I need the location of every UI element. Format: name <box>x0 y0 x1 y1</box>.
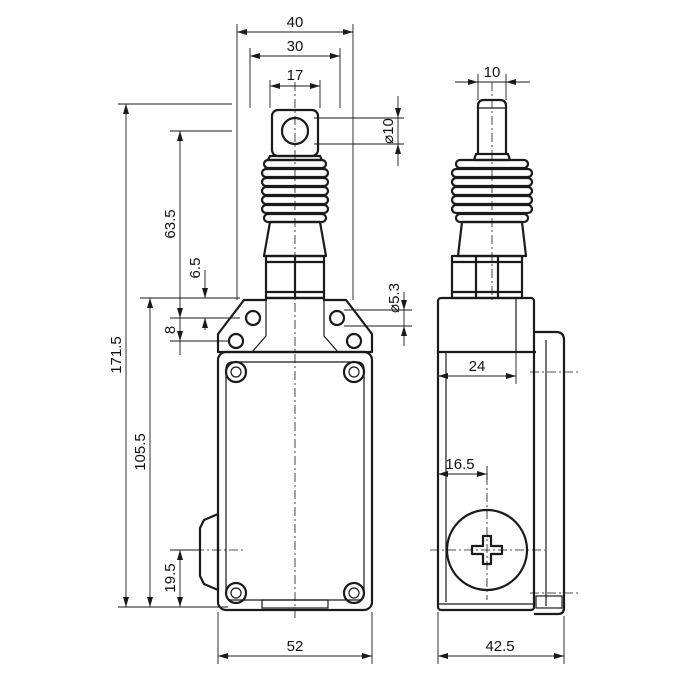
front-screws <box>224 332 366 605</box>
dim-label-dia-5-3: ⌀5.3 <box>386 283 403 313</box>
side-neck <box>456 220 528 258</box>
dim-label-dia-10: ⌀10 <box>380 118 397 144</box>
dimension-labels: 40 30 17 ⌀10 ⌀5.3 171.5 105.5 63.5 6.5 8… <box>108 14 515 655</box>
front-view <box>178 82 374 620</box>
dim-label-6-5: 6.5 <box>187 258 204 279</box>
dim-label-side-16-5: 16.5 <box>445 456 474 473</box>
dim-label-17: 17 <box>287 67 304 84</box>
screw-slot <box>470 534 504 566</box>
dim-label-19-5: 19.5 <box>162 563 179 592</box>
side-view <box>430 82 580 616</box>
dim-label-side-24: 24 <box>469 358 486 375</box>
dim-label-8: 8 <box>162 326 179 334</box>
dim-label-40: 40 <box>287 14 304 31</box>
cable-gland <box>198 512 220 592</box>
front-neck <box>262 220 328 258</box>
flange-hole-right <box>328 309 346 327</box>
dim-label-side-10: 10 <box>484 64 501 81</box>
dim-label-side-42-5: 42.5 <box>485 638 514 655</box>
dim-label-30: 30 <box>287 38 304 55</box>
dim-label-105-5: 105.5 <box>132 433 149 471</box>
flange-hole-left <box>244 309 262 327</box>
side-lid <box>534 330 566 616</box>
side-housing <box>436 296 536 612</box>
dim-label-63-5: 63.5 <box>162 209 179 238</box>
dim-label-52: 52 <box>287 638 304 655</box>
dim-label-171-5: 171.5 <box>108 336 125 374</box>
dimension-lines <box>118 24 565 664</box>
